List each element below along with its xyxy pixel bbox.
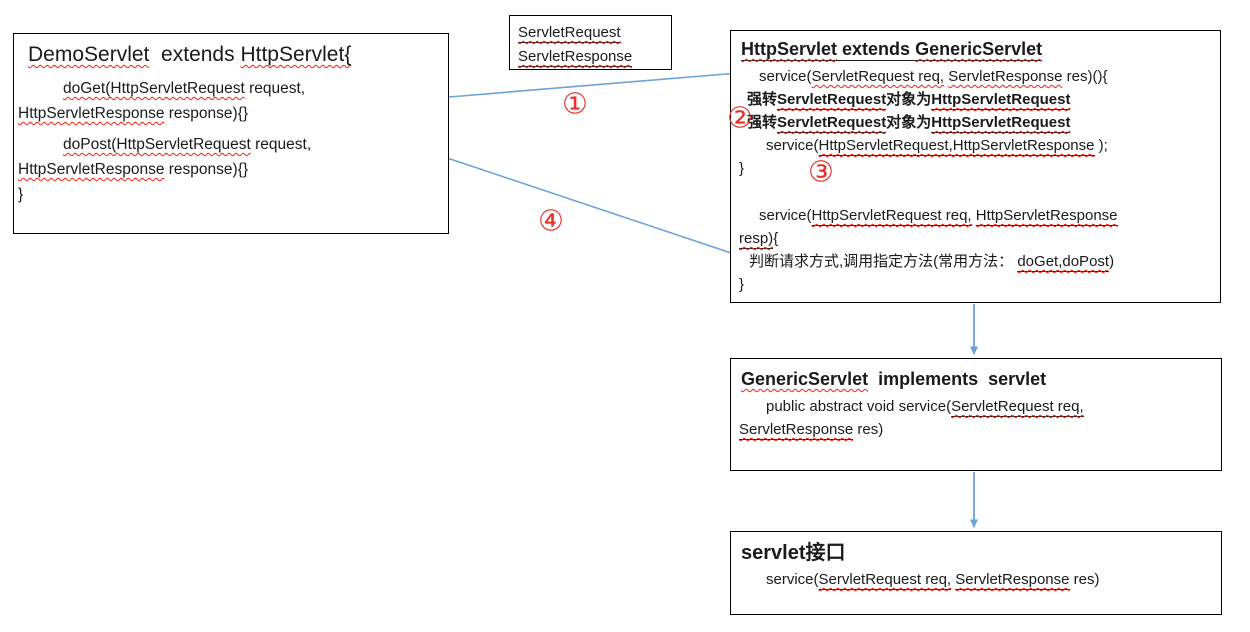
text-run: HttpServlet — [741, 39, 838, 59]
http-servlet-box: HttpServlet extends GenericServlet servi… — [730, 30, 1221, 303]
http-inner-service-call: service(HttpServletRequest,HttpServletRe… — [766, 134, 1214, 157]
text-run: extends — [837, 39, 916, 59]
http-service2-signature: service(HttpServletRequest req, HttpServ… — [759, 204, 1214, 227]
text-run: doPost(HttpServletRequest — [63, 136, 251, 153]
text-run: res) — [1069, 571, 1100, 588]
text-run: HttpServletRequest — [931, 91, 1071, 110]
text-run: ServletRequest — [777, 114, 887, 133]
http-brace-2: } — [739, 273, 1214, 296]
text-run: response){} — [164, 105, 249, 122]
text-run: ) — [1109, 253, 1115, 270]
text-run: ServletResponse — [955, 571, 1070, 590]
text-run: service( — [759, 68, 812, 85]
arrow-step1 — [448, 69, 739, 98]
step-number-2: ② — [727, 100, 753, 135]
text-run: HttpServletResponse — [975, 207, 1118, 226]
text-run: resp) — [739, 230, 774, 249]
text-run: ServletRequest req, — [818, 571, 952, 590]
demo-servlet-title: DemoServlet extends HttpServlet{ — [28, 40, 440, 70]
http-servlet-title: HttpServlet extends GenericServlet — [741, 36, 1214, 62]
text-run: res)(){ — [1062, 68, 1108, 85]
text-run: request, — [244, 80, 306, 97]
http-cast-line-2: 强转ServletRequest对象为HttpServletRequest — [747, 111, 1214, 134]
text-run: doGet(HttpServletRequest — [63, 80, 245, 97]
http-dispatch-comment: 判断请求方式,调用指定方法(常用方法： doGet,doPost) — [749, 250, 1214, 273]
text-run: response){} — [164, 161, 249, 178]
text-run: ServletResponse — [518, 48, 633, 67]
text-run: 判断请求方式,调用指定方法(常用方法： — [749, 253, 1018, 270]
text-run: 对象为 — [886, 114, 932, 131]
demo-dopost-line: doPost(HttpServletRequest request, — [63, 132, 440, 157]
text-run: extends — [149, 43, 241, 66]
params-line-response: ServletResponse — [518, 45, 671, 69]
generic-servlet-box: GenericServlet implements servlet public… — [730, 358, 1222, 471]
text-run: } — [18, 186, 24, 203]
generic-service-signature-wrap: ServletResponse res) — [739, 418, 1215, 441]
text-run: service( — [766, 137, 819, 154]
text-run: HttpServletResponse — [18, 105, 165, 122]
text-run: ServletRequest — [518, 24, 621, 43]
http-service-signature: service(ServletRequest req, ServletRespo… — [759, 65, 1214, 88]
text-run: HttpServletRequest — [931, 114, 1071, 133]
text-run: ServletRequest req, — [811, 68, 945, 85]
text-run: ServletResponse — [948, 68, 1063, 85]
text-run: } — [739, 160, 745, 177]
text-run: GenericServlet — [741, 369, 869, 389]
text-run: res) — [853, 421, 884, 438]
text-run: HttpServletRequest,HttpServletResponse — [818, 137, 1095, 156]
text-run: public abstract void service( — [766, 398, 952, 415]
text-run: service( — [766, 571, 819, 588]
text-run: HttpServletResponse — [18, 161, 165, 178]
params-line-request: ServletRequest — [518, 21, 671, 45]
text-run: HttpServletRequest req, — [811, 207, 972, 226]
http-cast-line-1: 强转ServletRequest对象为HttpServletRequest — [747, 88, 1214, 111]
servlet-interface-title: servlet接口 — [741, 538, 1215, 568]
text-run: ServletRequest req, — [951, 398, 1084, 417]
demo-dopost-line2: HttpServletResponse response){} — [18, 157, 440, 182]
text-run: ServletResponse — [739, 421, 854, 440]
step-number-4: ④ — [538, 203, 564, 238]
request-response-box: ServletRequest ServletResponse — [509, 15, 672, 70]
http-service2-signature-wrap: resp){ — [739, 227, 1214, 250]
generic-servlet-title: GenericServlet implements servlet — [741, 365, 1215, 393]
step-number-3: ③ — [808, 154, 834, 189]
text-run: 强转 — [747, 91, 778, 108]
servlet-service-signature: service(ServletRequest req, ServletRespo… — [766, 568, 1215, 591]
title-underline-group: HttpServlet extends GenericServlet — [741, 39, 1043, 61]
text-run: HttpServlet{ — [240, 43, 352, 66]
text-run: GenericServlet — [915, 39, 1043, 59]
servlet-interface-box: servlet接口 service(ServletRequest req, Se… — [730, 531, 1222, 615]
demo-doget-line: doGet(HttpServletRequest request, — [63, 76, 440, 101]
text-run: implements servlet — [868, 369, 1047, 389]
text-run: { — [773, 230, 779, 247]
text-run: service( — [759, 207, 812, 224]
text-run: DemoServlet — [28, 43, 150, 66]
http-brace-1: } — [739, 157, 1214, 180]
text-run: ); — [1094, 137, 1108, 154]
text-run: 强转 — [747, 114, 778, 131]
demo-closing-brace: } — [18, 182, 440, 207]
text-run: request, — [250, 136, 312, 153]
demo-servlet-box: DemoServlet extends HttpServlet{ doGet(H… — [13, 33, 449, 234]
text-run: ServletRequest — [777, 91, 887, 110]
text-run: 对象为 — [886, 91, 932, 108]
generic-service-signature: public abstract void service(ServletRequ… — [766, 395, 1215, 418]
text-run: } — [739, 276, 745, 293]
text-run: doGet,doPost — [1017, 253, 1110, 272]
text-run: servlet接口 — [741, 542, 846, 564]
demo-doget-line2: HttpServletResponse response){} — [18, 101, 440, 126]
step-number-1: ① — [562, 86, 588, 121]
